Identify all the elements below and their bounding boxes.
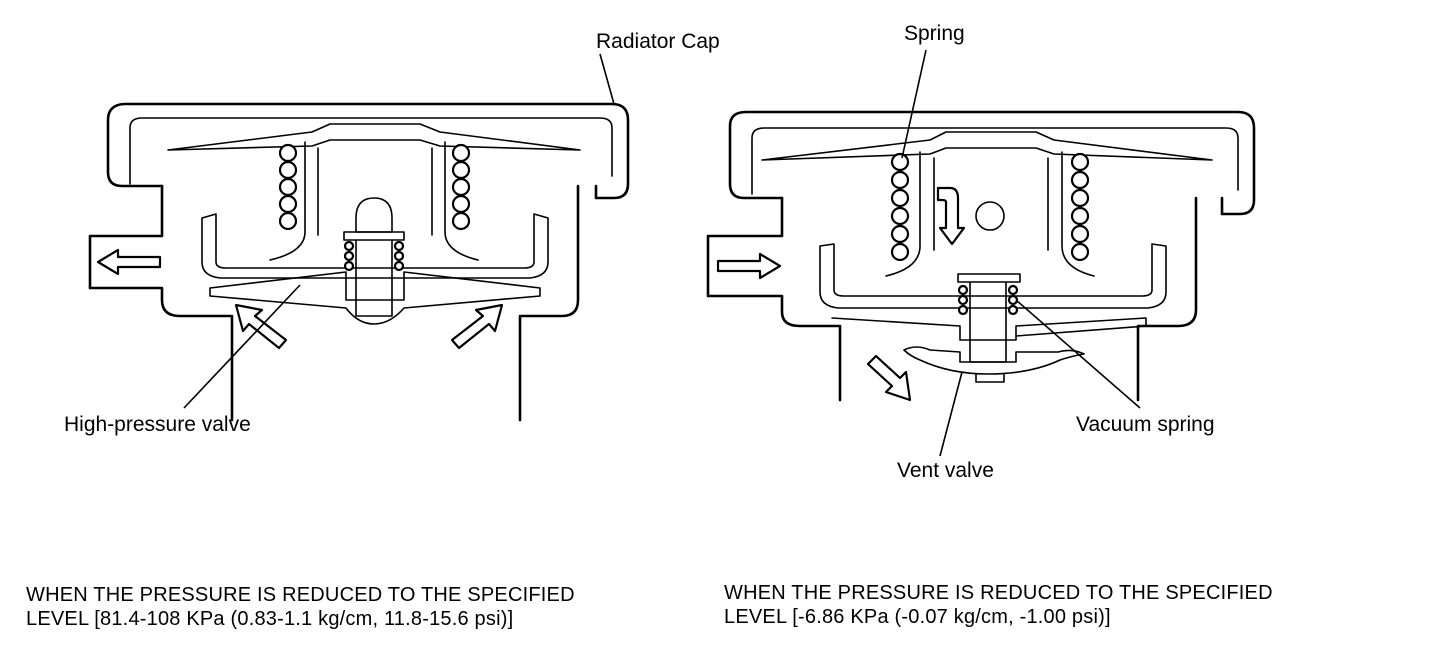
label-high-pressure-valve: High-pressure valve — [64, 413, 251, 436]
left-plunger — [355, 197, 393, 233]
left-cap-crown-inner — [129, 117, 613, 185]
right-internal-flow-arrow-icon — [936, 186, 966, 246]
right-inflow-arrow-icon — [716, 252, 782, 280]
radiator-cap-leader — [599, 53, 615, 105]
left-cap-assembly — [88, 53, 630, 422]
right-stem-housing — [885, 151, 1095, 277]
high-pressure-valve-leader — [183, 284, 301, 409]
right-valve-cup — [819, 243, 1167, 309]
left-valve-cup — [201, 213, 549, 279]
right-filler-neck — [706, 196, 1198, 402]
left-cap-crown — [106, 102, 630, 200]
label-radiator-cap: Radiator Cap — [596, 30, 720, 53]
left-spring-left — [278, 143, 298, 231]
label-spring: Spring — [904, 22, 965, 45]
left-cap-plate — [167, 123, 581, 151]
label-vent-valve: Vent valve — [897, 459, 994, 482]
label-vacuum-spring: Vacuum spring — [1076, 413, 1215, 436]
left-valve-seat — [209, 271, 541, 325]
caption-right-line1: WHEN THE PRESSURE IS REDUCED TO THE SPEC… — [724, 582, 1273, 604]
right-valve-seat — [831, 317, 1147, 341]
right-cap-crown-inner — [751, 127, 1239, 195]
right-vacuum-spring-coils — [957, 284, 1019, 316]
right-spring-right — [1070, 152, 1090, 262]
left-inflow-arrow-right-icon — [450, 303, 504, 350]
left-vacuum-spring — [343, 240, 405, 272]
right-vent-hole — [975, 201, 1005, 231]
right-vent-valve-disc — [903, 346, 1085, 375]
caption-right-line2: LEVEL [-6.86 KPa (-0.07 kg/cm, -1.00 psi… — [724, 606, 1111, 628]
right-outflow-arrow-icon — [866, 354, 912, 402]
caption-left-line2: LEVEL [81.4-108 KPa (0.83-1.1 kg/cm, 11.… — [26, 608, 514, 630]
vacuum-spring-leader — [1015, 299, 1141, 409]
right-cap-plate — [761, 131, 1213, 161]
vent-valve-leader — [939, 371, 963, 457]
left-spring-right — [451, 143, 471, 231]
spring-leader — [901, 49, 927, 159]
left-stem-housing — [269, 141, 479, 261]
left-filler-neck — [88, 184, 580, 422]
caption-left-line1: WHEN THE PRESSURE IS REDUCED TO THE SPEC… — [26, 584, 575, 606]
right-cap-crown — [728, 110, 1256, 216]
left-outflow-arrow-icon — [96, 248, 162, 276]
right-spring-left — [890, 152, 910, 262]
right-cap-assembly — [706, 49, 1256, 457]
